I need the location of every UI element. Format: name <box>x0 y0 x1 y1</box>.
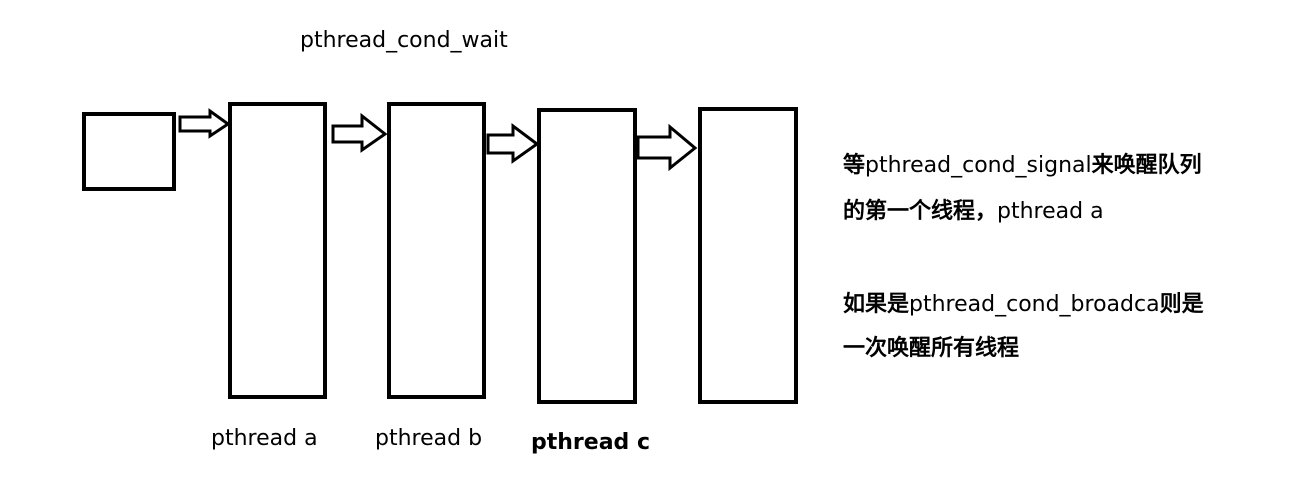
arrow-3 <box>486 123 540 164</box>
arrow-2 <box>331 112 388 153</box>
signal-note-line-1: 等pthread_cond_signal来唤醒队列 <box>843 155 1202 177</box>
thread-label-c: pthread c <box>531 430 650 455</box>
thread-box-b <box>387 102 486 399</box>
signal-note-line2-prefix: 的第一个线程， <box>843 199 998 224</box>
signal-function-name: pthread_cond_signal <box>865 153 1092 178</box>
signal-note-thread: pthread a <box>997 199 1104 224</box>
thread-box-d <box>698 107 798 404</box>
thread-label-a: pthread a <box>211 426 318 451</box>
broadcast-function-name: pthread_cond_broadca <box>909 292 1160 317</box>
signal-note-suffix: 来唤醒队列 <box>1091 153 1202 178</box>
diagram-title: pthread_cond_wait <box>300 28 508 53</box>
broadcast-note-line-2: 一次唤醒所有线程 <box>843 336 1020 361</box>
broadcast-note-prefix: 如果是 <box>843 292 910 317</box>
broadcast-note-suffix: 则是 <box>1159 292 1204 317</box>
signal-note-prefix: 等 <box>843 153 866 178</box>
thread-box-c <box>537 108 637 404</box>
condition-variable-box <box>82 112 176 191</box>
thread-label-b: pthread b <box>375 426 483 451</box>
thread-box-a <box>228 102 327 399</box>
arrow-1 <box>178 108 231 139</box>
broadcast-note-line-1: 如果是pthread_cond_broadca则是 <box>843 294 1204 316</box>
signal-note-line-2: 的第一个线程，pthread a <box>843 201 1104 223</box>
arrow-4 <box>636 123 698 172</box>
